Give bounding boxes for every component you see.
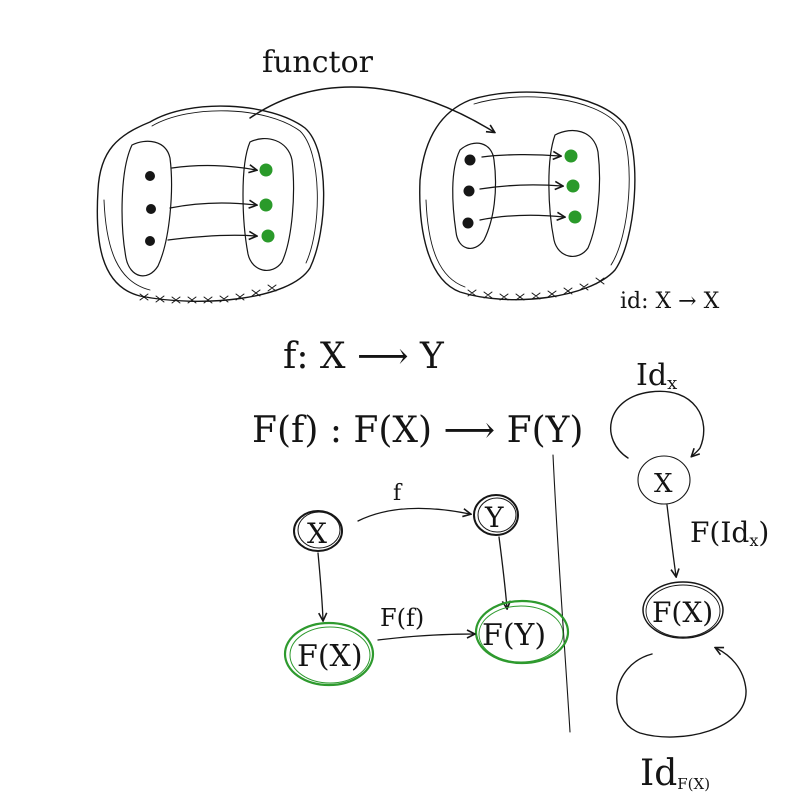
node-fy-label: F(Y) bbox=[482, 618, 546, 653]
right-source-dot bbox=[464, 154, 476, 166]
arrow-Ff bbox=[377, 634, 474, 641]
node-x-circle bbox=[293, 510, 343, 552]
fx-right-node-label: F(X) bbox=[652, 596, 713, 629]
right-target-dot bbox=[564, 149, 578, 163]
arrow-x-to-fx bbox=[317, 552, 323, 620]
left-source-dot bbox=[145, 171, 155, 181]
right-category bbox=[419, 91, 636, 301]
right-inner-set-target bbox=[548, 130, 601, 257]
left-source-dot bbox=[145, 236, 155, 246]
right-source-dot bbox=[462, 217, 474, 229]
id-x-label: Idx bbox=[636, 358, 677, 394]
id-x-node-label: X bbox=[654, 469, 673, 499]
identity-diagram: Idx X F(Idx) F(X) IdF(X) bbox=[610, 358, 769, 794]
arrow-f-label: f bbox=[393, 481, 403, 506]
node-fx-label: F(X) bbox=[297, 639, 363, 674]
morphism-definition: f: X ⟶ Y bbox=[283, 336, 445, 377]
id-x-node-circle bbox=[637, 455, 691, 505]
left-inner-set-source bbox=[121, 140, 173, 277]
left-morphism-arrow bbox=[169, 203, 256, 208]
right-category-outline bbox=[419, 91, 636, 301]
right-inner-set-source bbox=[452, 142, 497, 249]
commutative-square: X Y f F(X) F(Y) F(f) bbox=[283, 481, 570, 687]
arrow-F-idx bbox=[666, 504, 676, 576]
right-morphism-arrow bbox=[481, 155, 560, 157]
functor-label: functor bbox=[262, 45, 374, 80]
left-morphism-arrow bbox=[171, 166, 256, 170]
arrow-y-to-fy bbox=[498, 536, 507, 608]
divider-line bbox=[552, 454, 571, 733]
left-morphism-arrow bbox=[167, 235, 256, 241]
F-idx-label: F(Idx) bbox=[690, 516, 769, 550]
node-y-circle bbox=[473, 494, 519, 536]
left-category-outline bbox=[96, 105, 325, 302]
left-target-dot bbox=[259, 198, 273, 212]
node-y-label: Y bbox=[484, 501, 504, 534]
left-target-dot bbox=[259, 163, 273, 177]
functor-arrow bbox=[249, 86, 494, 132]
id-fx-label: IdF(X) bbox=[640, 753, 710, 794]
left-target-dot bbox=[261, 229, 275, 243]
identity-definition: id: X → X bbox=[620, 289, 720, 314]
node-x-label: X bbox=[307, 517, 327, 550]
id-fx-loop bbox=[616, 648, 747, 738]
fx-right-node-circle bbox=[642, 581, 724, 639]
arrow-Ff-label: F(f) bbox=[380, 604, 424, 632]
arrow-f bbox=[357, 507, 470, 522]
right-morphism-arrow bbox=[479, 215, 564, 220]
node-fx-circle bbox=[283, 621, 375, 687]
left-category bbox=[96, 105, 325, 304]
left-source-dot bbox=[146, 204, 156, 214]
left-inner-set-target bbox=[242, 138, 295, 271]
right-target-dot bbox=[568, 210, 582, 224]
functor-morphism-definition: F(f) : F(X) ⟶ F(Y) bbox=[252, 410, 583, 451]
right-target-dot bbox=[566, 179, 580, 193]
right-morphism-arrow bbox=[479, 185, 562, 189]
id-x-loop bbox=[610, 390, 705, 459]
right-source-dot bbox=[463, 185, 475, 197]
